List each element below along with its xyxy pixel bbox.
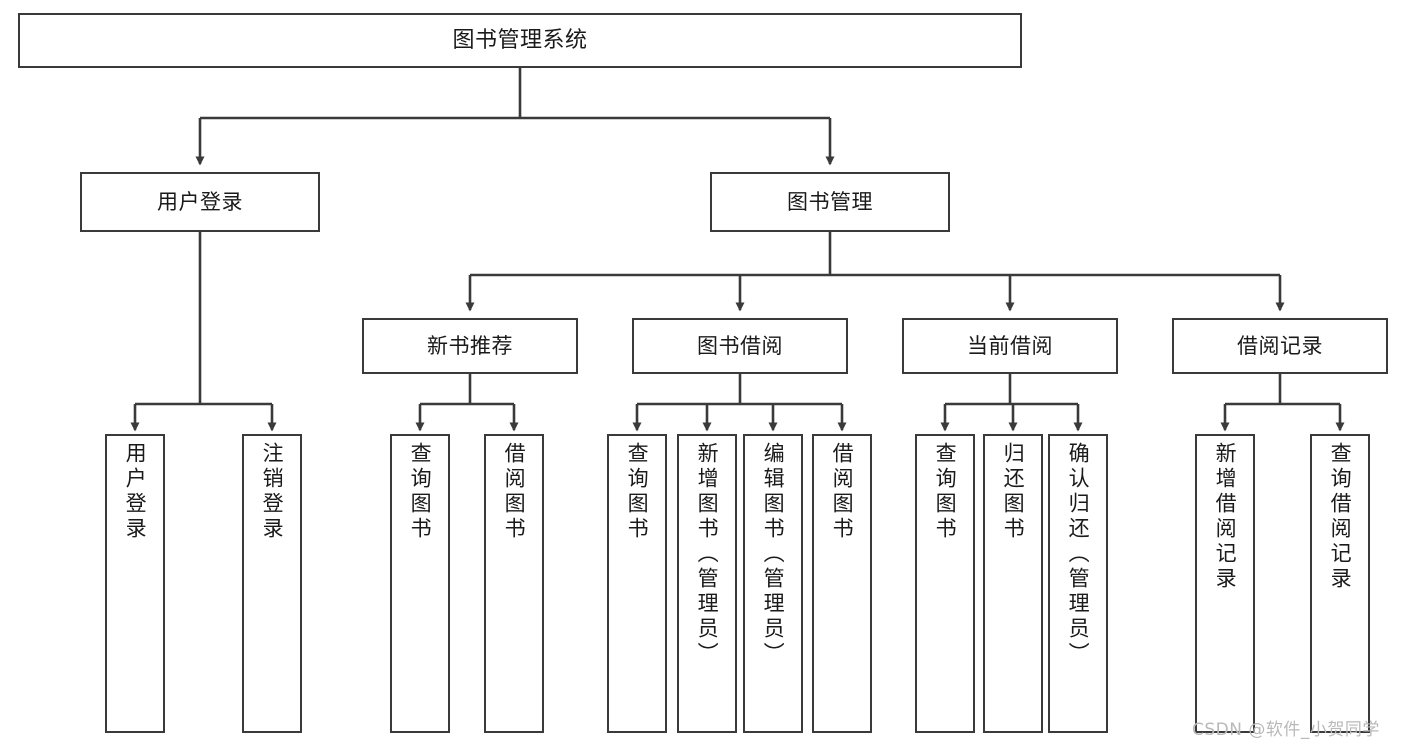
node-label: 查询图书 xyxy=(933,442,958,542)
node-leaf-query-book-2[interactable]: 查询图书 xyxy=(607,434,667,733)
node-label: 当前借阅 xyxy=(967,333,1053,358)
node-label: 借阅图书 xyxy=(502,442,527,542)
node-label: 归还图书 xyxy=(1001,442,1026,542)
node-leaf-user-login[interactable]: 用户登录 xyxy=(105,434,165,733)
node-book-management-system[interactable]: 图书管理系统 xyxy=(18,13,1022,68)
node-leaf-add-book[interactable]: 新增图书（管理员） xyxy=(677,434,737,733)
node-label: 注销登录 xyxy=(260,442,285,542)
node-leaf-query-book-1[interactable]: 查询图书 xyxy=(390,434,450,733)
node-new-book-recommend[interactable]: 新书推荐 xyxy=(362,318,578,374)
node-book-manage[interactable]: 图书管理 xyxy=(710,172,950,232)
node-leaf-confirm-return[interactable]: 确认归还（管理员） xyxy=(1048,434,1108,733)
node-label: 用户登录 xyxy=(123,442,148,542)
node-label: 图书借阅 xyxy=(697,333,783,358)
node-book-borrow[interactable]: 图书借阅 xyxy=(632,318,848,374)
node-leaf-edit-book[interactable]: 编辑图书（管理员） xyxy=(743,434,803,733)
node-label: 图书管理系统 xyxy=(452,27,588,53)
node-label: 新书推荐 xyxy=(427,333,513,358)
node-leaf-borrow-book-2[interactable]: 借阅图书 xyxy=(812,434,872,733)
node-leaf-query-book-3[interactable]: 查询图书 xyxy=(915,434,975,733)
node-label: 查询图书 xyxy=(625,442,650,542)
node-leaf-borrow-book-1[interactable]: 借阅图书 xyxy=(484,434,544,733)
node-label: 查询图书 xyxy=(408,442,433,542)
node-label: 借阅记录 xyxy=(1237,333,1323,358)
node-leaf-user-logout[interactable]: 注销登录 xyxy=(242,434,302,733)
node-label: 新增图书（管理员） xyxy=(695,442,720,667)
node-current-borrow[interactable]: 当前借阅 xyxy=(902,318,1118,374)
node-label: 新增借阅记录 xyxy=(1213,442,1238,592)
node-leaf-add-record[interactable]: 新增借阅记录 xyxy=(1195,434,1255,733)
node-leaf-query-record[interactable]: 查询借阅记录 xyxy=(1310,434,1370,733)
node-label: 确认归还（管理员） xyxy=(1066,442,1091,667)
node-user-login[interactable]: 用户登录 xyxy=(80,172,320,232)
node-label: 借阅图书 xyxy=(830,442,855,542)
node-label: 用户登录 xyxy=(157,189,243,214)
node-borrow-record[interactable]: 借阅记录 xyxy=(1172,318,1388,374)
node-label: 编辑图书（管理员） xyxy=(761,442,786,667)
node-label: 图书管理 xyxy=(787,189,873,214)
csdn-watermark: CSDN @软件_小贺同学 xyxy=(1192,720,1380,740)
node-leaf-return-book[interactable]: 归还图书 xyxy=(983,434,1043,733)
node-label: 查询借阅记录 xyxy=(1328,442,1353,592)
